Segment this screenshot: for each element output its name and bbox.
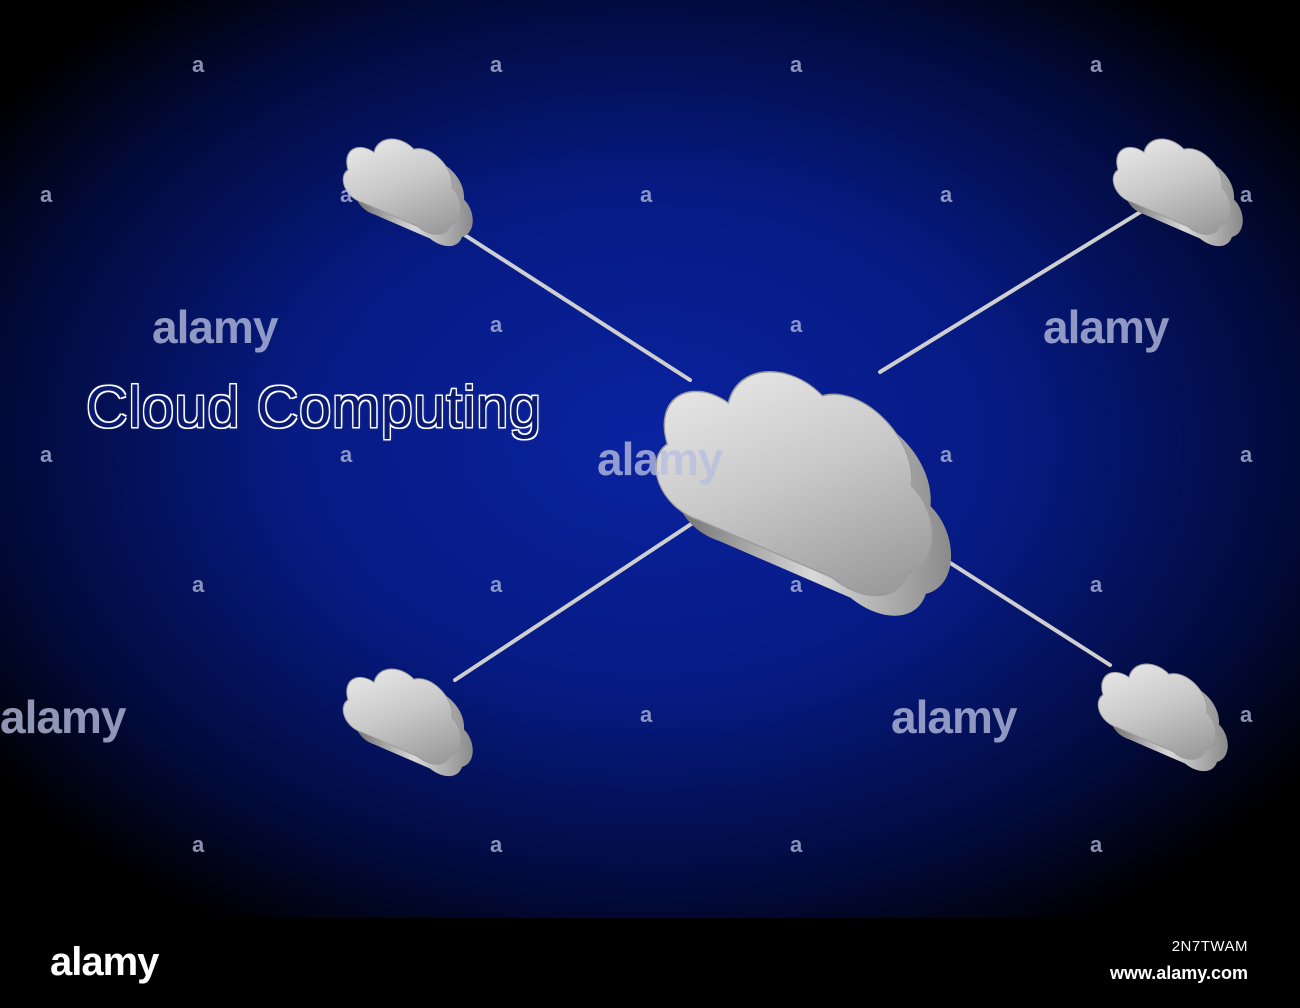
footer-info: 2N7TWAM www.alamy.com (1110, 938, 1248, 984)
cloud-icon (1112, 138, 1243, 247)
footer-logo: alamy (50, 940, 159, 984)
footer-bar: alamy 2N7TWAM www.alamy.com (0, 918, 1300, 1008)
cloud-icon (1097, 663, 1228, 772)
link-top-left (458, 230, 692, 382)
cloud-icon (342, 138, 473, 247)
cloud-icon (342, 668, 473, 777)
link-bottom-left (453, 503, 722, 682)
connector-lines (453, 198, 1162, 682)
image-id: 2N7TWAM (1171, 938, 1248, 955)
background (0, 0, 1300, 918)
cloud-network-diagram (0, 0, 1300, 918)
footer-url: www.alamy.com (1109, 963, 1248, 983)
link-bottom-right (928, 548, 1112, 667)
hub-cloud-icon (655, 371, 952, 616)
link-top-right (878, 198, 1162, 374)
diagram-title: Cloud Computing (86, 375, 542, 440)
